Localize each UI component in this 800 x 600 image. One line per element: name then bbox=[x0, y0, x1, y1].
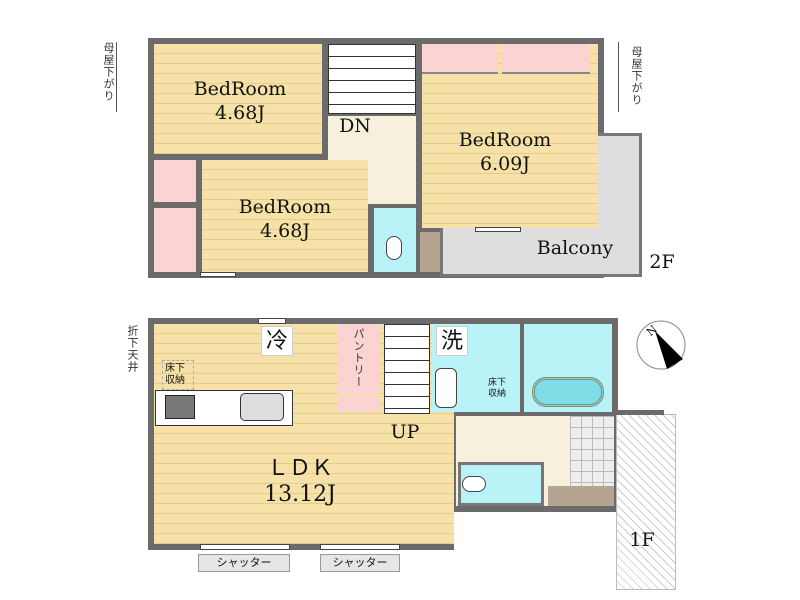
toilet-icon bbox=[386, 236, 402, 260]
stair-dn-label: DN bbox=[339, 115, 371, 137]
window-2f bbox=[475, 227, 521, 232]
closet-right-2 bbox=[502, 44, 590, 74]
storage-2f bbox=[420, 232, 440, 272]
bedroom-bottom-left bbox=[202, 160, 368, 272]
fridge-label: 冷 bbox=[261, 326, 293, 356]
note-right-line bbox=[618, 42, 619, 112]
pantry bbox=[338, 324, 380, 394]
sink-icon bbox=[240, 393, 284, 421]
note-left-line bbox=[116, 42, 117, 112]
balcony-label: Balcony bbox=[536, 237, 614, 259]
note-right: 母屋下がり bbox=[630, 46, 643, 106]
underfloor-storage-wash: 床下収納 bbox=[488, 378, 507, 399]
window-ldk-2 bbox=[320, 544, 400, 550]
window-kitchen bbox=[258, 318, 286, 324]
bedroom-top-left bbox=[154, 44, 322, 154]
underfloor-storage-kitchen: 床下収納 bbox=[162, 360, 194, 390]
closet-left-1 bbox=[154, 160, 196, 202]
toilet-1f-icon bbox=[462, 476, 486, 492]
shutter-2: シャッター bbox=[320, 554, 400, 572]
floor2-level: 2F bbox=[649, 251, 675, 273]
stairs-2f bbox=[328, 44, 416, 114]
note-left: 母屋下がり bbox=[102, 42, 115, 102]
stove-icon bbox=[165, 395, 195, 419]
window-ldk-1 bbox=[200, 544, 290, 550]
shutter-1: シャッター bbox=[198, 554, 290, 572]
entrance-porch bbox=[616, 414, 676, 590]
washroom-label: 洗 bbox=[436, 326, 468, 356]
stairs-1f bbox=[384, 324, 430, 414]
floor1-right-wall bbox=[454, 510, 618, 550]
floor1-level: 1F bbox=[629, 529, 655, 551]
entrance-tile bbox=[570, 416, 614, 486]
closet-left-2 bbox=[154, 208, 196, 272]
bathtub-icon bbox=[532, 377, 604, 407]
porch-top-wall bbox=[616, 410, 664, 415]
pantry-lower bbox=[338, 396, 380, 412]
compass-icon: N bbox=[636, 320, 686, 370]
floor1-right-bottom-wall bbox=[454, 506, 618, 512]
window-2f-left bbox=[200, 272, 236, 277]
lowered-ceiling-note: 折下天井 bbox=[126, 325, 139, 373]
closet-right-1 bbox=[422, 44, 498, 74]
washbasin-icon bbox=[435, 368, 457, 408]
stair-up-label: UP bbox=[390, 421, 420, 443]
bedroom-right bbox=[422, 44, 598, 228]
pantry-label: パントリー bbox=[352, 328, 365, 388]
